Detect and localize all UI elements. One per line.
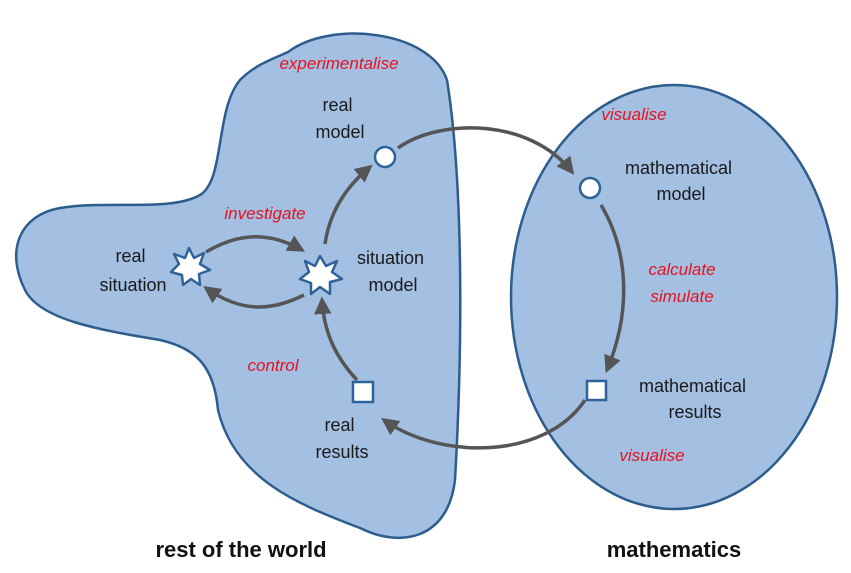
real-results-label: real results <box>315 415 368 462</box>
arrow-mathematical-results-to-real-results <box>381 399 587 450</box>
real-situation-label: real situation <box>99 246 166 295</box>
region-label-mathematics: mathematics <box>607 537 742 562</box>
real-model-label: real model <box>315 95 364 142</box>
process-experimentalise: experimentalise <box>279 54 398 73</box>
process-calculate: calculate <box>648 260 715 279</box>
arrow-mathematical-model-to-results <box>599 204 626 374</box>
mathematical-results-square-icon <box>585 379 608 402</box>
process-simulate: simulate <box>650 287 713 306</box>
mathematical-results-label: mathematical results <box>639 376 751 422</box>
process-investigate: investigate <box>224 204 305 223</box>
situation-model-label: situation model <box>357 248 429 295</box>
real-situation-star-icon <box>169 246 212 287</box>
real-results-square-icon <box>351 380 375 404</box>
arrow-real-results-to-situation-model <box>314 296 359 382</box>
mathematical-model-circle-icon <box>578 176 602 200</box>
arrow-situation-model-to-real-model <box>323 164 373 245</box>
arrow-situation-to-situation-model <box>205 235 306 254</box>
arrow-situation-model-to-situation <box>203 285 305 309</box>
situation-model-star-icon <box>298 254 344 296</box>
arrow-real-model-to-mathematical-model <box>396 126 575 175</box>
process-visualise-top: visualise <box>601 105 666 124</box>
process-visualise-bottom: visualise <box>619 446 684 465</box>
process-control: control <box>247 356 299 375</box>
mathematical-model-label: mathematical model <box>625 158 737 204</box>
real-model-circle-icon <box>373 145 397 169</box>
world-region <box>15 32 462 540</box>
region-label-world: rest of the world <box>155 537 326 562</box>
